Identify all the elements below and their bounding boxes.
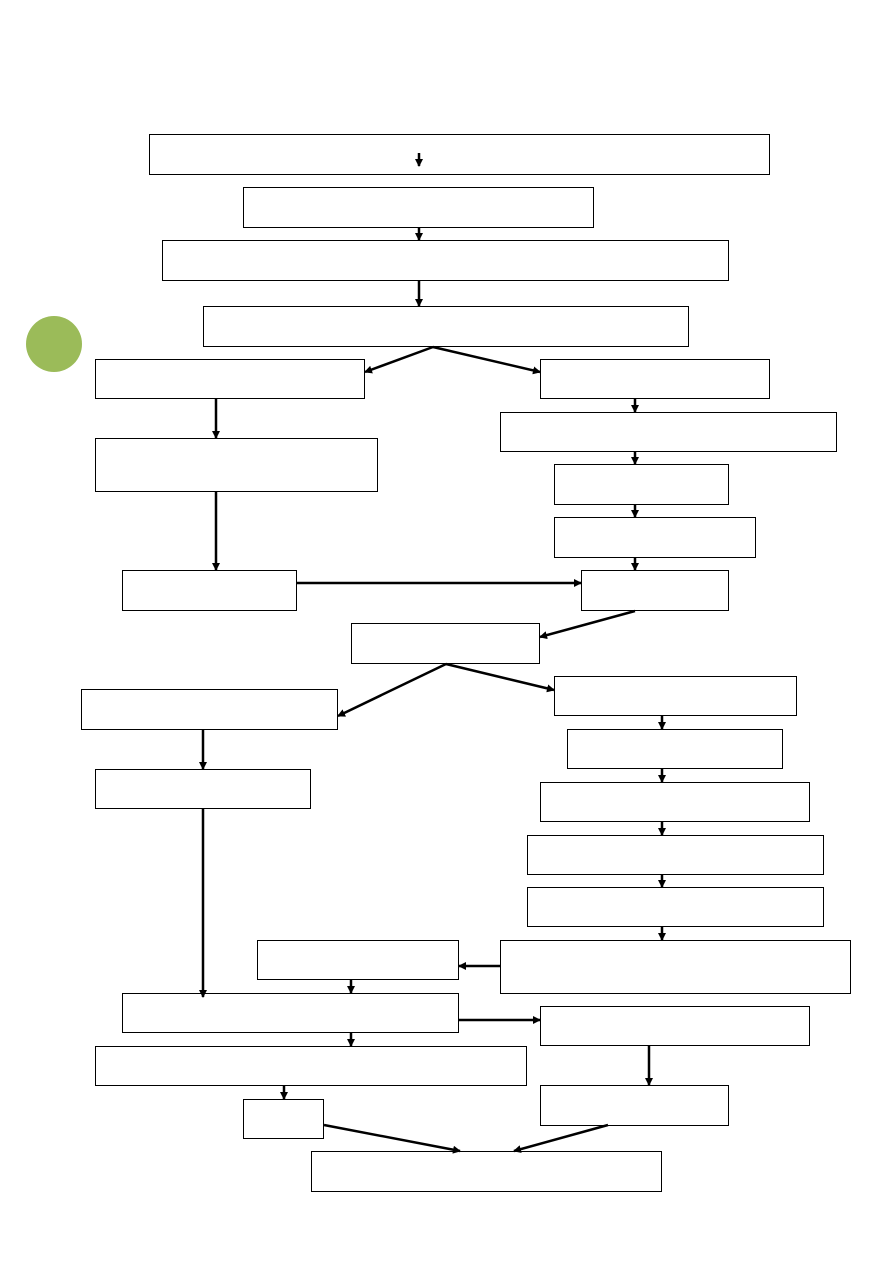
flow-box — [257, 940, 459, 980]
flow-box — [81, 689, 338, 730]
arrow-connector — [364, 345, 434, 374]
flow-box — [95, 1046, 527, 1086]
flow-box — [554, 676, 797, 716]
flow-box — [554, 464, 729, 505]
flow-box — [311, 1151, 662, 1192]
flow-box — [540, 1085, 729, 1126]
flow-box — [203, 306, 689, 347]
flow-box — [500, 940, 851, 994]
arrow-connector — [513, 1123, 609, 1153]
flow-box — [540, 359, 770, 399]
flow-box — [149, 134, 770, 175]
flow-box — [554, 517, 756, 558]
flow-box — [540, 1006, 810, 1046]
flow-box — [162, 240, 729, 281]
green-circle-icon — [26, 316, 82, 372]
arrow-connector — [539, 609, 636, 640]
flow-box — [95, 359, 365, 399]
flow-box — [500, 412, 837, 452]
flow-box — [540, 782, 810, 822]
flow-box — [122, 993, 459, 1033]
arrow-connector — [323, 1123, 461, 1154]
flow-box — [527, 835, 824, 875]
flow-box — [567, 729, 783, 769]
flow-box — [527, 887, 824, 927]
flow-box — [243, 187, 594, 228]
arrow-connector — [445, 662, 555, 693]
flow-box — [351, 623, 540, 664]
arrow-connector — [432, 345, 541, 375]
flow-box — [95, 438, 378, 492]
flow-box — [243, 1099, 324, 1139]
flow-box — [122, 570, 297, 611]
arrow-connector — [337, 662, 447, 718]
flow-box — [581, 570, 729, 611]
